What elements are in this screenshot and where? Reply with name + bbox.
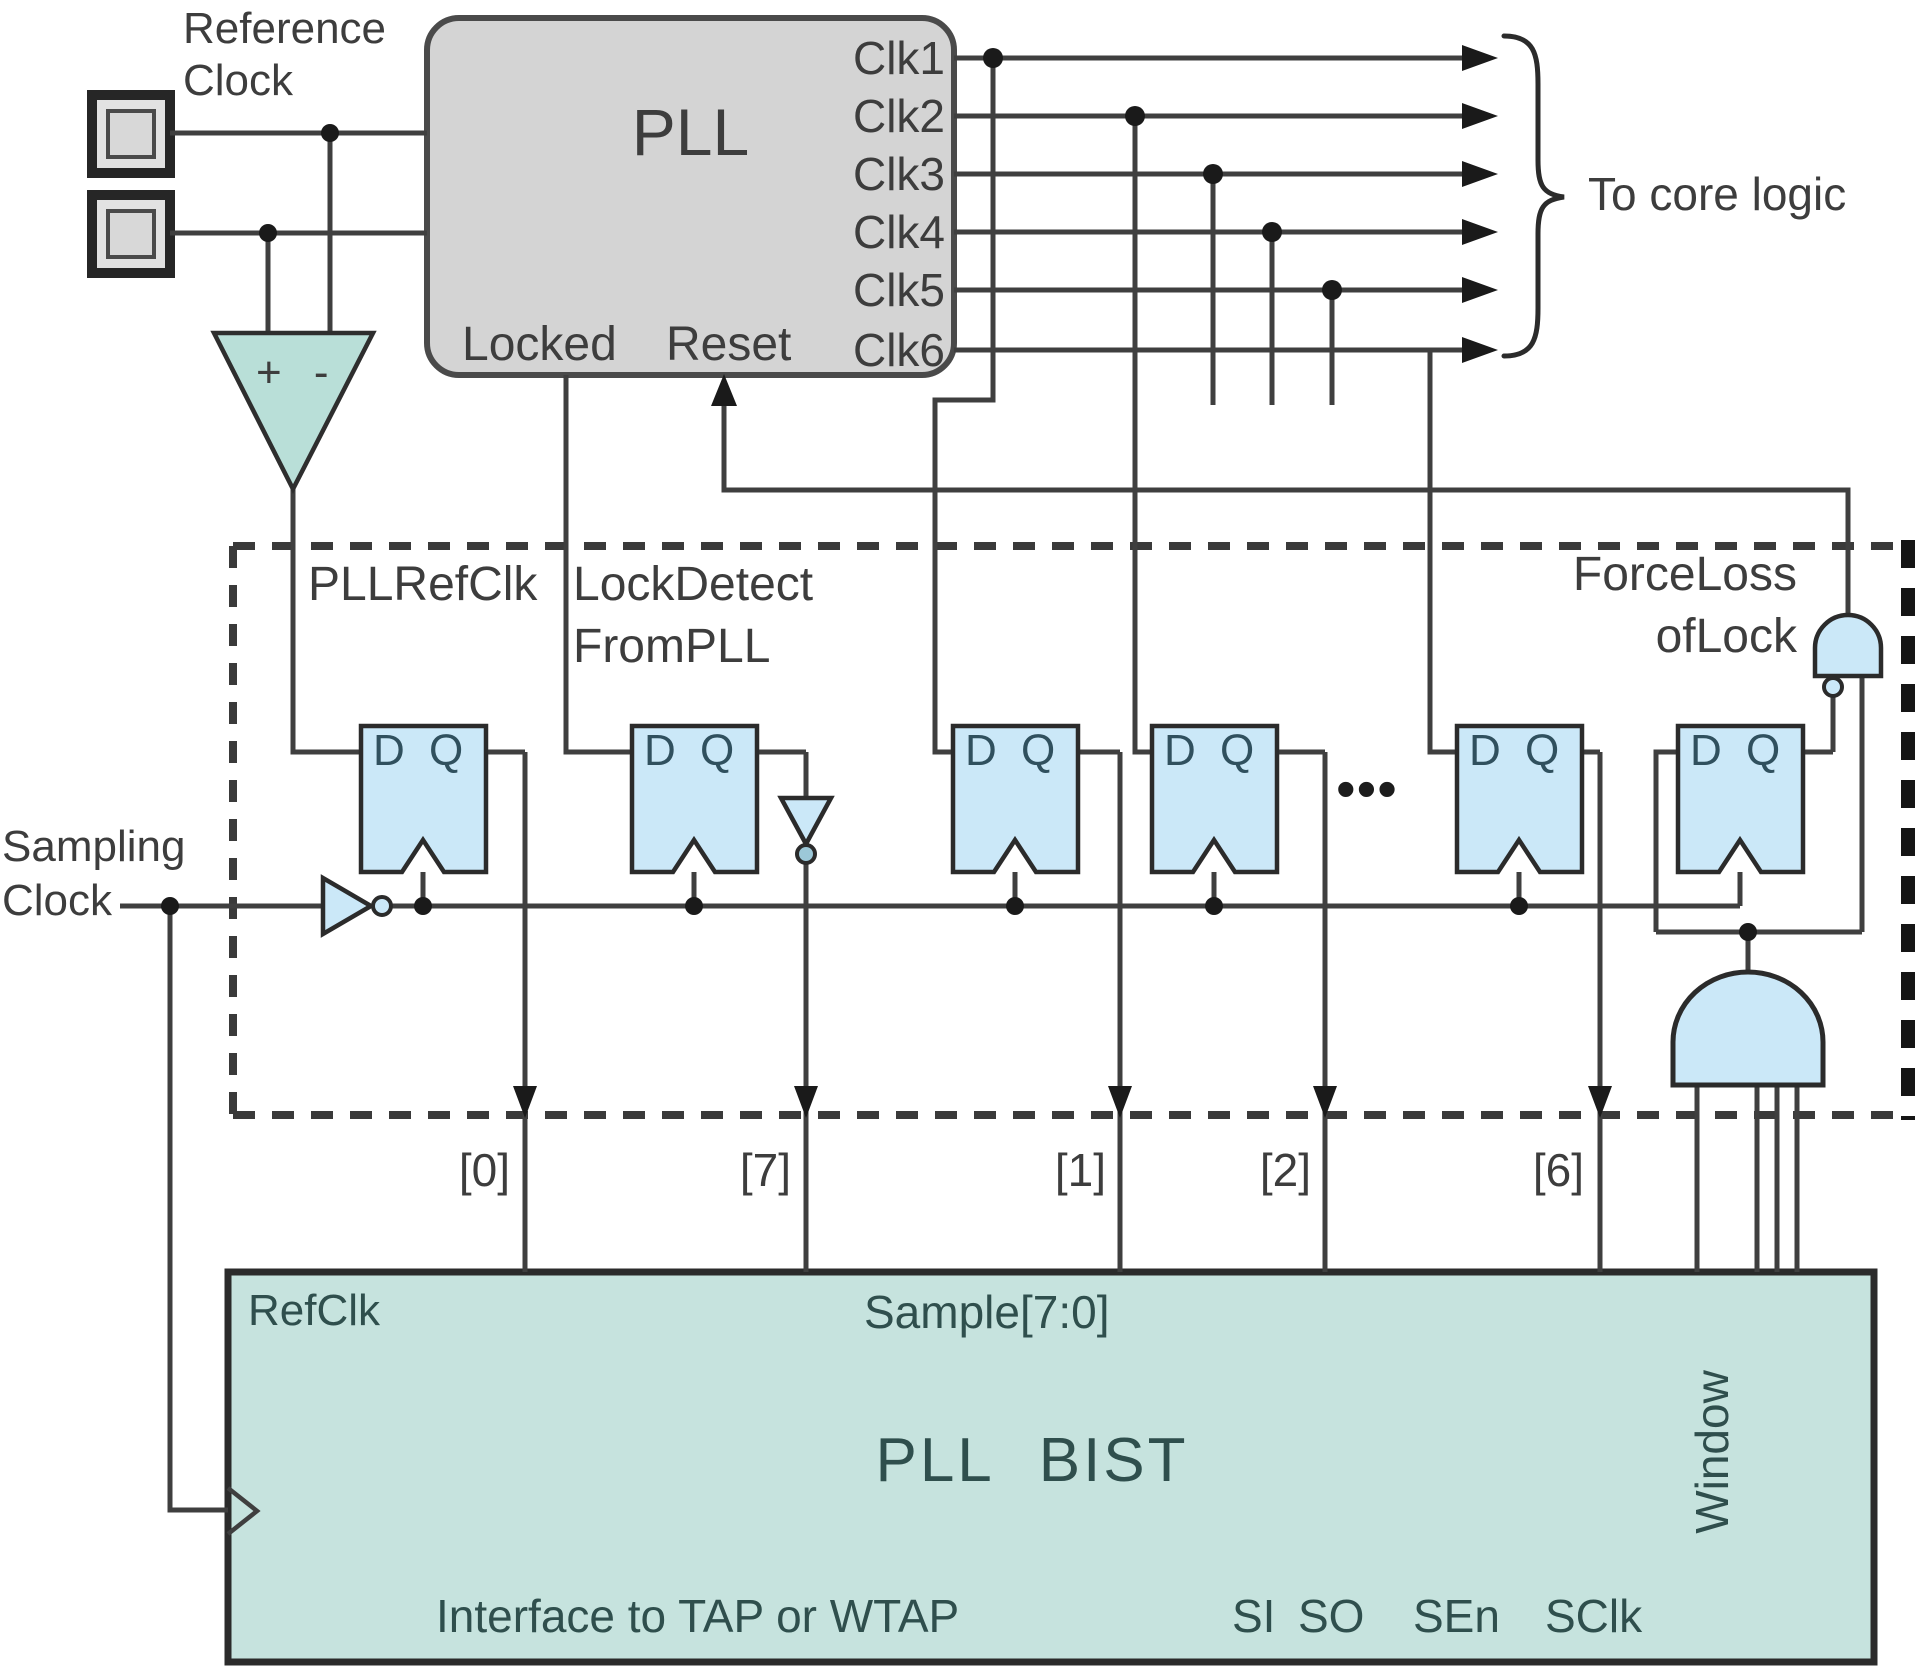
lockdetect-wire	[563, 375, 632, 755]
flip-flop-4	[1149, 723, 1280, 875]
pll-title: PLL	[631, 95, 750, 169]
ff5-q-label: Q	[1525, 726, 1560, 775]
pll-bist-block	[224, 1268, 1878, 1666]
bist-title: PLL BIST	[875, 1426, 1189, 1495]
reset-wire	[721, 380, 1851, 615]
inverted-input-bubble	[1822, 676, 1844, 698]
pll-clk4-pin-label: Clk4	[852, 206, 945, 258]
ff-clock-stubs	[420, 872, 1522, 906]
ff3-d-label: D	[965, 726, 997, 775]
ff6-q-wire	[1803, 697, 1836, 755]
bist-sample-bus-label: Sample[7:0]	[864, 1286, 1110, 1338]
pll-block	[424, 15, 957, 378]
pll-clk2-pin-label: Clk2	[852, 90, 945, 142]
sample-bit-6-label: [6]	[1532, 1144, 1584, 1196]
comparator-plus-minus: + -	[256, 348, 339, 397]
bist-sclk-pin-label: SClk	[1545, 1590, 1643, 1642]
reference-clock-pad-1	[87, 90, 175, 178]
sampling-to-bist-wire	[167, 906, 228, 1513]
ff1-d-label: D	[373, 726, 405, 775]
forceloss-label-line1: ForceLoss	[1572, 548, 1797, 601]
ff2-d-label: D	[644, 726, 676, 775]
clk2-to-ff4	[1132, 116, 1152, 755]
ff6-q-label: Q	[1746, 726, 1781, 775]
bist-interface-label: Interface to TAP or WTAP	[436, 1590, 960, 1642]
ff4-q-label: Q	[1220, 726, 1255, 775]
reference-clock-label-line2: Clock	[183, 56, 294, 105]
pll-clk3-pin-label: Clk3	[852, 148, 945, 200]
arrowheads	[513, 45, 1612, 1118]
bist-sen-pin-label: SEn	[1413, 1590, 1500, 1642]
flip-flop-6	[1675, 723, 1806, 875]
pll-clk5-pin-label: Clk5	[852, 264, 945, 316]
bist-clock-wedge	[226, 1486, 261, 1536]
to-core-logic-label: To core logic	[1588, 168, 1847, 220]
ff6-d-label: D	[1690, 726, 1722, 775]
sample-bit-2-label: [2]	[1259, 1144, 1311, 1196]
bist-boundary-dashed-box	[229, 540, 1915, 1120]
sample1-wire	[1078, 749, 1123, 1272]
lockdetect-label-line2: FromPLL	[573, 620, 771, 673]
pll-reset-pin-label: Reset	[666, 318, 792, 371]
pll-clk6-pin-label: Clk6	[852, 324, 945, 376]
window-to-ff6d	[1653, 749, 1678, 932]
bist-si-pin-label: SI	[1232, 1590, 1276, 1642]
omitted-flip-flops-ellipsis: •••	[1336, 757, 1398, 820]
flip-flop-3	[950, 723, 1081, 875]
reset-arrow	[711, 374, 737, 406]
sampling-clock-label-line1: Sampling	[2, 822, 186, 871]
clk1-to-ff3	[932, 58, 996, 755]
forceloss-label-line2: ofLock	[1655, 610, 1797, 663]
flip-flop-2	[629, 723, 760, 875]
sampling-clock-inverter	[320, 874, 393, 938]
lockdetect-inverter	[777, 795, 835, 865]
junction-dots	[161, 48, 1757, 941]
flip-flop-1	[358, 723, 489, 875]
sample0-wire	[486, 749, 528, 1272]
pllrefclk-label: PLLRefClk	[308, 558, 538, 611]
sampling-flip-flops	[358, 723, 1806, 875]
ff1-q-label: Q	[429, 726, 464, 775]
sample7-wire	[757, 749, 809, 1272]
sampling-clock-label-line2: Clock	[2, 876, 113, 925]
wires	[120, 55, 1865, 1536]
sample2-wire	[1277, 749, 1328, 1272]
bist-refclk-pin-label: RefClk	[248, 1286, 381, 1335]
clk6-to-ff5	[1427, 350, 1457, 755]
core-logic-brace	[1501, 33, 1565, 359]
sample-bit-1-label: [1]	[1054, 1144, 1106, 1196]
reference-clock-label-line1: Reference	[183, 4, 387, 53]
reference-comparator-buffer	[210, 330, 377, 494]
window-net	[1656, 676, 1865, 935]
pll-locked-pin-label: Locked	[462, 318, 617, 371]
force-loss-of-lock-gate	[1812, 612, 1884, 698]
ff2-q-label: Q	[700, 726, 735, 775]
sample-bit-0-label: [0]	[458, 1144, 510, 1196]
bist-window-pin-label: Window	[1685, 1370, 1738, 1534]
reference-clock-pad-2	[87, 190, 175, 278]
ff5-d-label: D	[1469, 726, 1501, 775]
sample6-wire	[1582, 749, 1603, 1272]
bist-so-pin-label: SO	[1298, 1590, 1365, 1642]
pll-clk1-pin-label: Clk1	[852, 32, 945, 84]
ff4-d-label: D	[1164, 726, 1196, 775]
sample-bit-7-label: [7]	[739, 1144, 791, 1196]
window-gate-inputs	[1694, 1085, 1800, 1272]
ff3-q-label: Q	[1021, 726, 1056, 775]
window-and-gate	[1670, 969, 1826, 1088]
lockdetect-label-line1: LockDetect	[573, 558, 814, 611]
flip-flop-5	[1454, 723, 1585, 875]
pllrefclk-wire	[290, 489, 361, 755]
